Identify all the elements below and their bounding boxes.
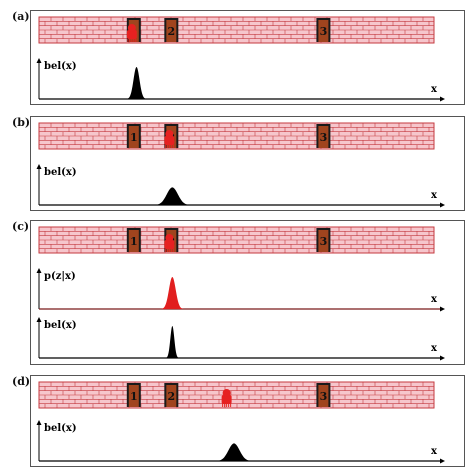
door-3: 3 <box>316 18 331 42</box>
y-axis-label: bel(x) <box>44 423 77 434</box>
robot-icon <box>164 234 175 252</box>
door-panel <box>128 126 139 148</box>
x-axis-arrow <box>440 458 445 464</box>
door-3: 3 <box>316 124 331 148</box>
robot-icon <box>221 389 232 407</box>
panel-label-a: (a) <box>12 10 30 23</box>
panel-a: 123 bel(x)x <box>30 10 465 105</box>
door-2: 2 <box>164 18 179 42</box>
door-panel <box>318 230 329 252</box>
panel-c: 123 p(z|x) x bel(x) x <box>30 220 465 365</box>
robot-body <box>221 395 232 404</box>
belief-peak <box>162 326 183 358</box>
robot-body <box>164 136 175 145</box>
robot-icon <box>164 130 175 148</box>
panel-label-c: (c) <box>12 220 30 233</box>
door-3: 3 <box>316 228 331 252</box>
panel-d: 1 2 3 bel(x) x <box>30 375 465 467</box>
door-number: 1 <box>130 390 138 403</box>
y-axis-arrow <box>36 268 42 273</box>
brick-wall: 123 <box>38 122 435 150</box>
door-number: 2 <box>167 25 175 38</box>
plot-c-pzx: p(z|x) x <box>36 268 445 312</box>
robot-body <box>126 30 137 39</box>
x-axis-label: x <box>431 84 438 95</box>
door-panel <box>166 20 177 42</box>
y-axis-arrow <box>36 420 42 425</box>
panel-label-b: (b) <box>12 116 31 129</box>
belief-peak <box>144 187 201 205</box>
plot-b-bel: bel(x) x <box>36 164 445 208</box>
panel-c-figure: 123 p(z|x) x bel(x) x <box>36 226 445 361</box>
measurement-peak <box>155 277 190 309</box>
x-axis-label: x <box>431 190 438 201</box>
y-axis-label: bel(x) <box>44 167 77 178</box>
y-axis-label: bel(x) <box>44 320 77 331</box>
x-axis-label: x <box>431 294 438 305</box>
door-panel <box>128 385 139 407</box>
plot-a-bel: bel(x) x <box>36 58 445 102</box>
panel-a-figure: 123 bel(x)x <box>36 16 445 102</box>
x-axis-arrow <box>440 355 445 361</box>
door-panel <box>128 230 139 252</box>
door-number: 3 <box>320 25 328 38</box>
robot-icon <box>126 24 137 42</box>
robot-body <box>164 240 175 249</box>
x-axis-arrow <box>440 306 445 312</box>
y-axis-arrow <box>36 164 42 169</box>
robot-head <box>165 234 174 242</box>
panel-label-d: (d) <box>12 375 31 388</box>
brick-wall: 123 <box>38 226 435 254</box>
door-number: 1 <box>130 131 138 144</box>
brick-wall: 123 <box>38 16 435 44</box>
y-axis-arrow <box>36 58 42 63</box>
robot-head <box>222 389 231 397</box>
door-3: 3 <box>316 383 331 407</box>
panel-b-figure: 123 bel(x) x <box>36 122 445 208</box>
door-number: 1 <box>130 235 138 248</box>
y-axis-label: p(z|x) <box>44 271 76 282</box>
door-panel <box>318 20 329 42</box>
x-axis-arrow <box>440 202 445 208</box>
plot-d-bel: bel(x) x <box>36 420 445 464</box>
panel-b: 123 bel(x) x <box>30 116 465 211</box>
door-1: 1 <box>126 383 141 407</box>
x-axis-label: x <box>431 343 438 354</box>
door-number: 3 <box>320 131 328 144</box>
door-number: 3 <box>320 390 328 403</box>
robot-head <box>165 130 174 138</box>
y-axis-arrow <box>36 317 42 322</box>
brick-wall: 1 2 3 <box>38 381 435 409</box>
door-number: 3 <box>320 235 328 248</box>
y-axis-label: bel(x) <box>44 61 77 72</box>
x-axis-label: x <box>431 446 438 457</box>
door-panel <box>166 385 177 407</box>
door-panel <box>318 385 329 407</box>
belief-peak <box>121 67 152 99</box>
door-panel <box>318 126 329 148</box>
robot-head <box>127 24 136 32</box>
door-1: 1 <box>126 124 141 148</box>
door-1: 1 <box>126 228 141 252</box>
panel-d-figure: 1 2 3 bel(x) x <box>36 381 445 464</box>
plot-c-bel: bel(x) x <box>36 317 445 361</box>
door-number: 2 <box>167 390 175 403</box>
door-2: 2 <box>164 383 179 407</box>
belief-peak <box>206 443 262 461</box>
x-axis-arrow <box>440 96 445 102</box>
